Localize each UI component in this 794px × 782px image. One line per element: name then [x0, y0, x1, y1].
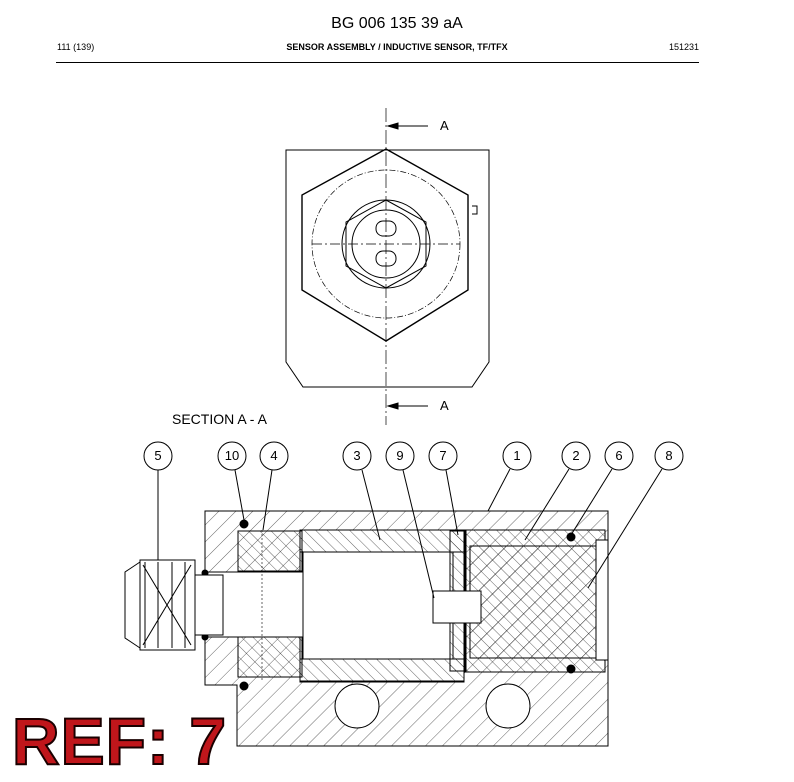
callout-7 — [428, 441, 458, 471]
callout-label-5: 5 — [154, 448, 162, 463]
section-marker-top: A — [440, 118, 449, 133]
top-view — [285, 108, 490, 425]
section-marker-bottom: A — [440, 398, 449, 413]
ref-label: REF: 7 — [11, 704, 228, 778]
callout-label-2: 2 — [572, 448, 580, 463]
header-rule — [56, 62, 699, 63]
callout-4 — [259, 441, 289, 471]
callout-3 — [342, 441, 372, 471]
callout-label-10: 10 — [224, 448, 240, 463]
callout-label-3: 3 — [353, 448, 361, 463]
callout-1 — [502, 441, 532, 471]
document-number: BG 006 135 39 aA — [331, 15, 463, 32]
callout-10 — [217, 441, 247, 471]
section-title: SENSOR ASSEMBLY / INDUCTIVE SENSOR, TF/T… — [286, 42, 508, 52]
section-view — [124, 510, 609, 747]
callout-label-4: 4 — [270, 448, 278, 463]
callout-6 — [604, 441, 634, 471]
callout-9 — [385, 441, 415, 471]
callout-group — [143, 441, 684, 599]
callout-label-8: 8 — [665, 448, 673, 463]
callout-2 — [561, 441, 591, 471]
callout-label-7: 7 — [439, 448, 447, 463]
callout-8 — [654, 441, 684, 471]
callout-label-6: 6 — [615, 448, 623, 463]
callout-label-1: 1 — [513, 448, 521, 463]
date-code: 151231 — [668, 42, 699, 52]
section-label: SECTION A - A — [172, 411, 267, 427]
page-number: 111 (139) — [57, 42, 95, 52]
callout-label-9: 9 — [396, 448, 404, 463]
